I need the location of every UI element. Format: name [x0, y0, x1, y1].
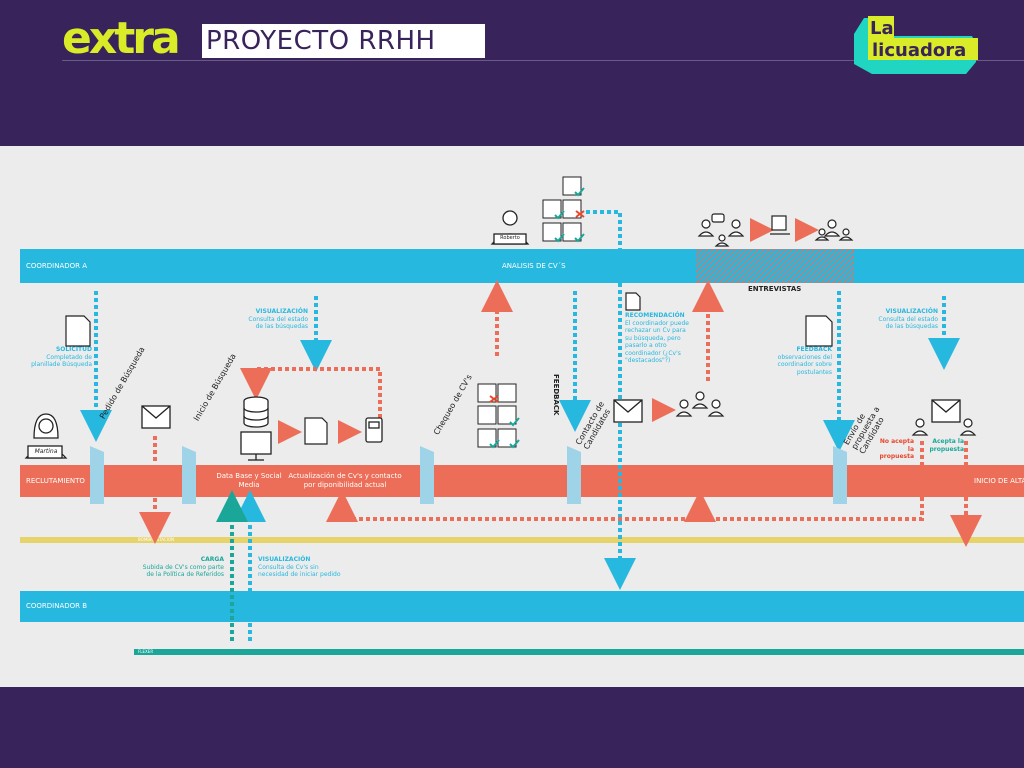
note-carga: CARGA Subida de CV's como parte de la Po… — [142, 556, 224, 578]
note-no-acepta: No acepta la propuesta — [879, 438, 915, 460]
note-recomendacion: RECOMENDACIÓN El coordinador puede recha… — [625, 312, 689, 364]
note-acepta: Acepta la propuesta — [929, 438, 965, 453]
roberto-avatar-icon — [490, 210, 530, 245]
document-pile-icon — [770, 215, 790, 235]
lane-label-coordinador-b: COORDINADOR B — [26, 602, 88, 610]
cv-stack-middle-icon — [477, 383, 517, 448]
step-bar-contacto — [567, 446, 581, 504]
la-licuadora-logo: La licuadora — [854, 16, 978, 74]
arrow-red-bottom-loop — [326, 441, 924, 522]
lane-label-reclutamiento: RECLUTAMIENTO — [26, 477, 85, 485]
document-icon-feedback — [805, 315, 833, 347]
lane-coordinador-b — [20, 591, 1024, 622]
user-group-icon-final — [814, 219, 854, 241]
lane-thin-teal — [134, 649, 1024, 655]
step-bar-envio — [833, 446, 847, 504]
cv-stack-top-icon — [542, 176, 582, 242]
document-icon-cv — [304, 417, 328, 445]
user-group-icon-entrevistas — [697, 213, 745, 247]
arrow-red-loop — [240, 367, 382, 418]
lane-label-thin-teal: FLEXER — [138, 649, 154, 654]
diagram-icons — [24, 176, 977, 461]
database-label: Data Base y Social Media — [216, 472, 282, 489]
database-icon — [243, 396, 269, 428]
document-icon-recomendacion — [625, 292, 641, 311]
note-visualizacion3: VISUALIZACIÓN Consulta del estado de las… — [878, 308, 938, 330]
lane-label-inicio-alta: INICIO DE ALTA — [974, 477, 1024, 485]
step-bar-pedido — [90, 446, 104, 504]
phone-icon — [365, 417, 383, 443]
actualizacion-label: Actualización de Cv's y contacto por dip… — [288, 472, 402, 489]
entrevistas-block — [696, 249, 854, 283]
roberto-label: Roberto — [500, 235, 520, 241]
extra-logo: extra — [62, 13, 181, 64]
step-bar-chequeo — [420, 446, 434, 504]
user-icon-acepta — [959, 418, 977, 436]
user-group-icon-contacto — [675, 391, 725, 417]
note-visualizacion1: VISUALIZACIÓN Consulta del estado de las… — [248, 308, 308, 330]
lane-label-coordinador-a: COORDINADOR A — [26, 262, 88, 270]
lane-coordinador-a — [20, 249, 1024, 283]
arrow-recomendacion — [586, 210, 636, 590]
page-title: PROYECTO RRHH — [206, 26, 436, 56]
document-icon-solicitud — [65, 315, 91, 347]
flow-arrows — [80, 210, 982, 641]
monitor-icon — [240, 431, 272, 461]
title-box — [202, 24, 485, 58]
lane-label-analisis: ANALISIS DE CV´S — [502, 262, 566, 270]
note-solicitud: SOLICITUD Completado de planillade Búsqu… — [31, 346, 92, 368]
note-feedback2: FEEDBACK observaciones del coordinador s… — [777, 346, 832, 376]
lane-thin-yellow — [20, 537, 1024, 543]
header-divider — [62, 60, 1024, 61]
note-visualizacion2: VISUALIZACIÓN Consulta de Cv's sin neces… — [258, 556, 341, 578]
martina-avatar-icon — [24, 413, 68, 459]
martina-label: Martina — [34, 448, 58, 455]
step-bar-inicio — [182, 446, 196, 504]
logo-la-text: La — [870, 18, 894, 39]
diagram-canvas: COORDINADOR A ANALISIS DE CV´S RECLUTAMI… — [0, 146, 1024, 687]
user-icon-no-acepta — [911, 418, 929, 436]
logo-licuadora-text: licuadora — [872, 40, 966, 61]
entrevistas-label: ENTREVISTAS — [748, 285, 802, 293]
